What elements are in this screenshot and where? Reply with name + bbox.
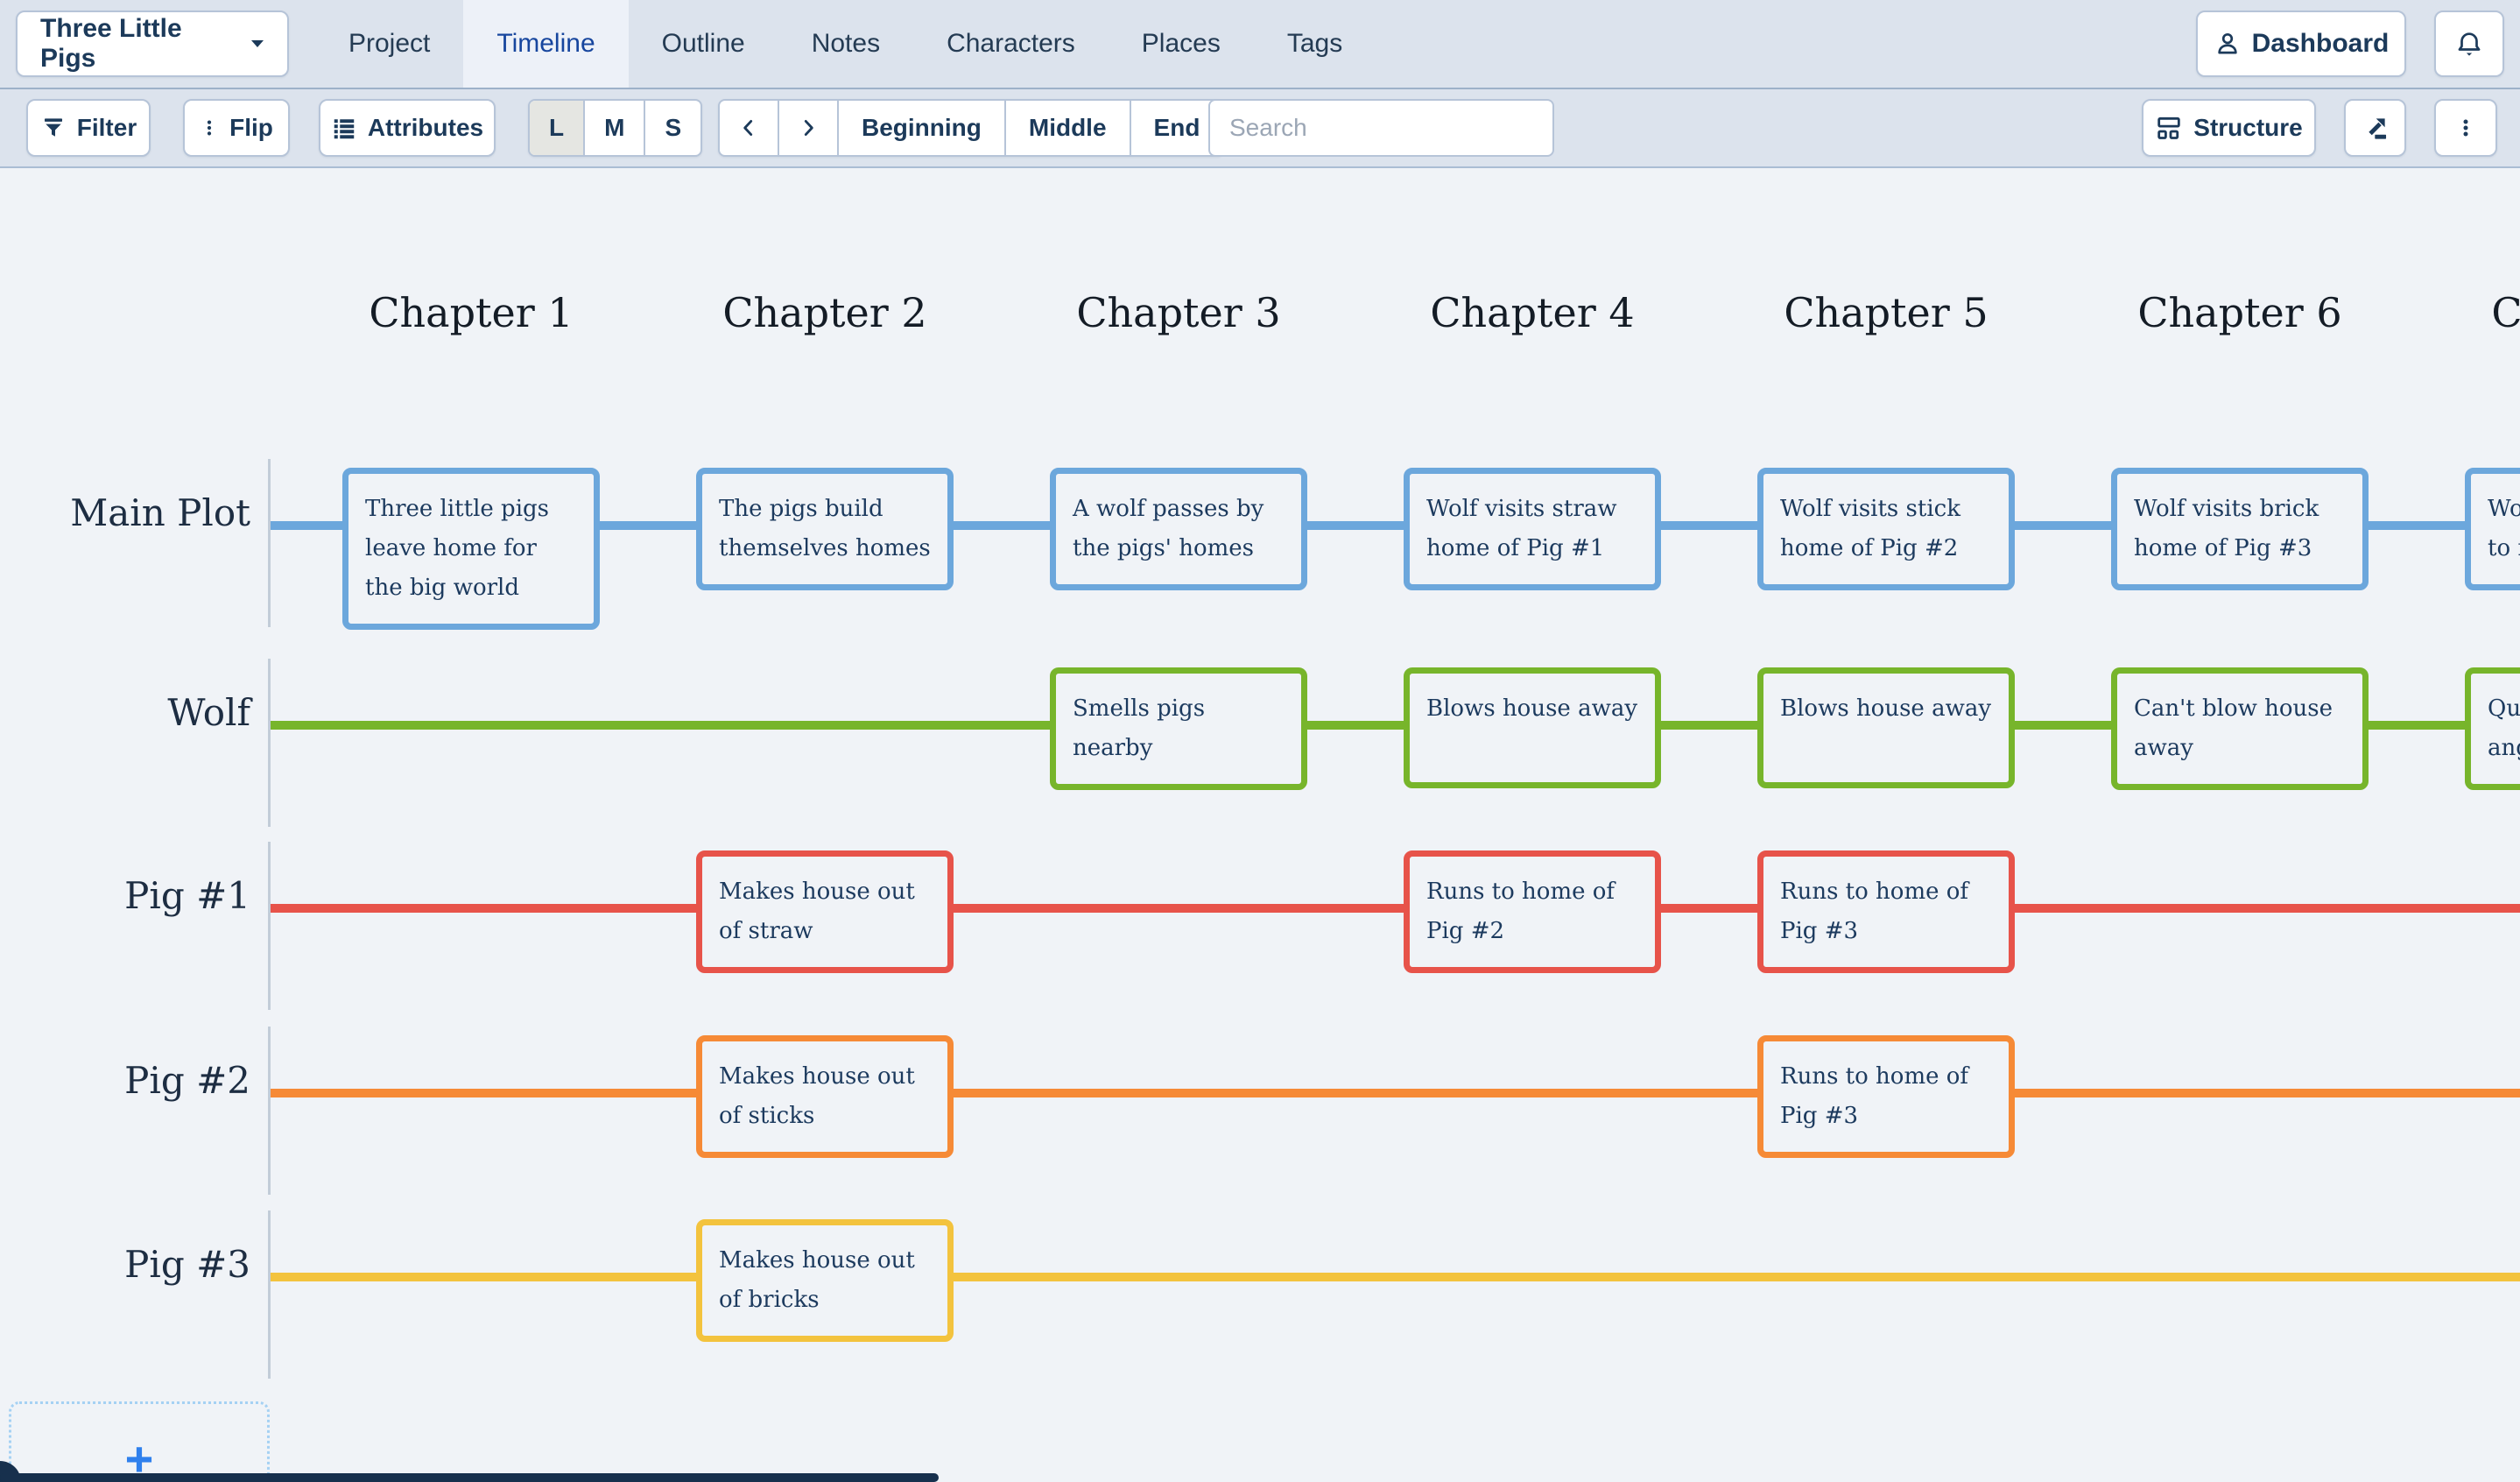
caret-down-icon: [251, 40, 264, 47]
plotline-label-pig-2[interactable]: Pig #2: [124, 1059, 250, 1102]
scene-card[interactable]: Wo to r: [2465, 468, 2520, 590]
scroll-left-button[interactable]: [720, 101, 779, 155]
bell-icon: [2458, 32, 2481, 56]
main-tab-bar: Project Timeline Outline Notes Characters Pla…: [315, 0, 1376, 88]
dashboard-button[interactable]: Dashboard: [2196, 11, 2406, 77]
scene-card[interactable]: Runs to home of Pig #2: [1404, 850, 1661, 973]
structure-label: Structure: [2193, 114, 2303, 141]
chapter-title-7[interactable]: Chapter 7: [2491, 289, 2520, 336]
plotline-label-pig-3[interactable]: Pig #3: [124, 1243, 250, 1286]
scene-card[interactable]: Makes house out of straw: [696, 850, 954, 973]
tab-places[interactable]: Places: [1141, 29, 1221, 58]
tab-characters[interactable]: Characters: [947, 29, 1075, 58]
row-divider: [268, 459, 271, 627]
plotline-label-main-plot[interactable]: Main Plot: [70, 491, 250, 534]
export-button[interactable]: [2344, 99, 2406, 157]
tab-project[interactable]: Project: [348, 29, 431, 58]
jump-middle-button[interactable]: Middle: [1006, 101, 1131, 155]
flip-label: Flip: [229, 114, 273, 141]
scene-card[interactable]: Makes house out of bricks: [696, 1219, 954, 1342]
chevron-right-icon: [804, 120, 813, 136]
chapter-title-4[interactable]: Chapter 4: [1430, 289, 1635, 336]
chapter-title-2[interactable]: Chapter 2: [722, 289, 927, 336]
structure-button[interactable]: Structure: [2142, 99, 2316, 157]
plotline-line-pig-1: [271, 904, 2520, 913]
plotline-line-pig-3: [271, 1273, 2520, 1281]
add-plotline-button[interactable]: +: [9, 1401, 270, 1482]
structure-icon: [2157, 116, 2180, 139]
plotline-line-main-plot: [271, 521, 2520, 530]
chevron-left-icon: [743, 120, 753, 136]
user-icon: [2217, 33, 2237, 54]
dashboard-label: Dashboard: [2251, 29, 2390, 58]
chapter-title-3[interactable]: Chapter 3: [1076, 289, 1281, 336]
scene-card[interactable]: Three little pigs leave home for the big…: [342, 468, 600, 630]
project-switcher-button[interactable]: Three Little Pigs: [16, 11, 289, 77]
row-divider: [268, 1027, 271, 1195]
horizontal-scrollbar-thumb[interactable]: [0, 1473, 939, 1482]
filter-button[interactable]: Filter: [26, 99, 151, 157]
scene-card[interactable]: A wolf passes by the pigs' homes: [1050, 468, 1307, 590]
tab-notes[interactable]: Notes: [811, 29, 881, 58]
attributes-list-icon: [334, 119, 355, 139]
scene-card[interactable]: Wolf visits brick home of Pig #3: [2111, 468, 2369, 590]
flip-dots-icon: [208, 120, 212, 136]
plotline-label-wolf[interactable]: Wolf: [167, 691, 250, 734]
search-input[interactable]: [1208, 99, 1554, 157]
notifications-button[interactable]: [2434, 11, 2504, 77]
scene-card[interactable]: Blows house away: [1757, 667, 2015, 788]
scene-card[interactable]: Blows house away: [1404, 667, 1661, 788]
tab-tags[interactable]: Tags: [1286, 29, 1343, 58]
more-options-button[interactable]: [2434, 99, 2497, 157]
row-divider: [268, 1210, 271, 1379]
row-divider: [268, 842, 271, 1010]
scene-card[interactable]: The pigs build themselves homes: [696, 468, 954, 590]
attributes-button[interactable]: Attributes: [319, 99, 496, 157]
tab-outline[interactable]: Outline: [661, 29, 745, 58]
tab-timeline[interactable]: Timeline: [463, 0, 629, 88]
size-option-s[interactable]: S: [665, 114, 682, 141]
row-divider: [268, 659, 271, 827]
scroll-right-button[interactable]: [779, 101, 839, 155]
plotline-label-pig-1[interactable]: Pig #1: [124, 874, 250, 917]
chapter-title-6[interactable]: Chapter 6: [2137, 289, 2342, 336]
scene-card[interactable]: Wolf visits straw home of Pig #1: [1404, 468, 1661, 590]
plotline-line-pig-2: [271, 1089, 2520, 1097]
scene-card[interactable]: Qu ang: [2465, 667, 2520, 790]
export-icon: [2368, 118, 2386, 139]
attributes-label: Attributes: [367, 114, 484, 141]
scene-card[interactable]: Wolf visits stick home of Pig #2: [1757, 468, 2015, 590]
top-bar: Three Little Pigs Project Timeline Outline…: [0, 0, 2520, 89]
flip-button[interactable]: Flip: [183, 99, 290, 157]
filter-label: Filter: [76, 114, 137, 141]
scene-card[interactable]: Can't blow house away: [2111, 667, 2369, 790]
chapter-title-1[interactable]: Chapter 1: [369, 289, 574, 336]
kebab-menu-icon: [2463, 119, 2468, 137]
size-option-l[interactable]: L: [530, 101, 586, 155]
jump-end-button[interactable]: End: [1153, 114, 1200, 141]
scene-card[interactable]: Runs to home of Pig #3: [1757, 850, 2015, 973]
jump-beginning-button[interactable]: Beginning: [839, 101, 1006, 155]
scene-card[interactable]: Runs to home of Pig #3: [1757, 1035, 2015, 1158]
project-title: Three Little Pigs: [40, 14, 182, 73]
scene-card[interactable]: Smells pigs nearby: [1050, 667, 1307, 790]
chapter-title-5[interactable]: Chapter 5: [1784, 289, 1989, 336]
size-option-m[interactable]: M: [585, 101, 646, 155]
filter-funnel-icon: [44, 118, 62, 137]
plotline-line-wolf: [271, 721, 2520, 730]
scene-card[interactable]: Makes house out of sticks: [696, 1035, 954, 1158]
